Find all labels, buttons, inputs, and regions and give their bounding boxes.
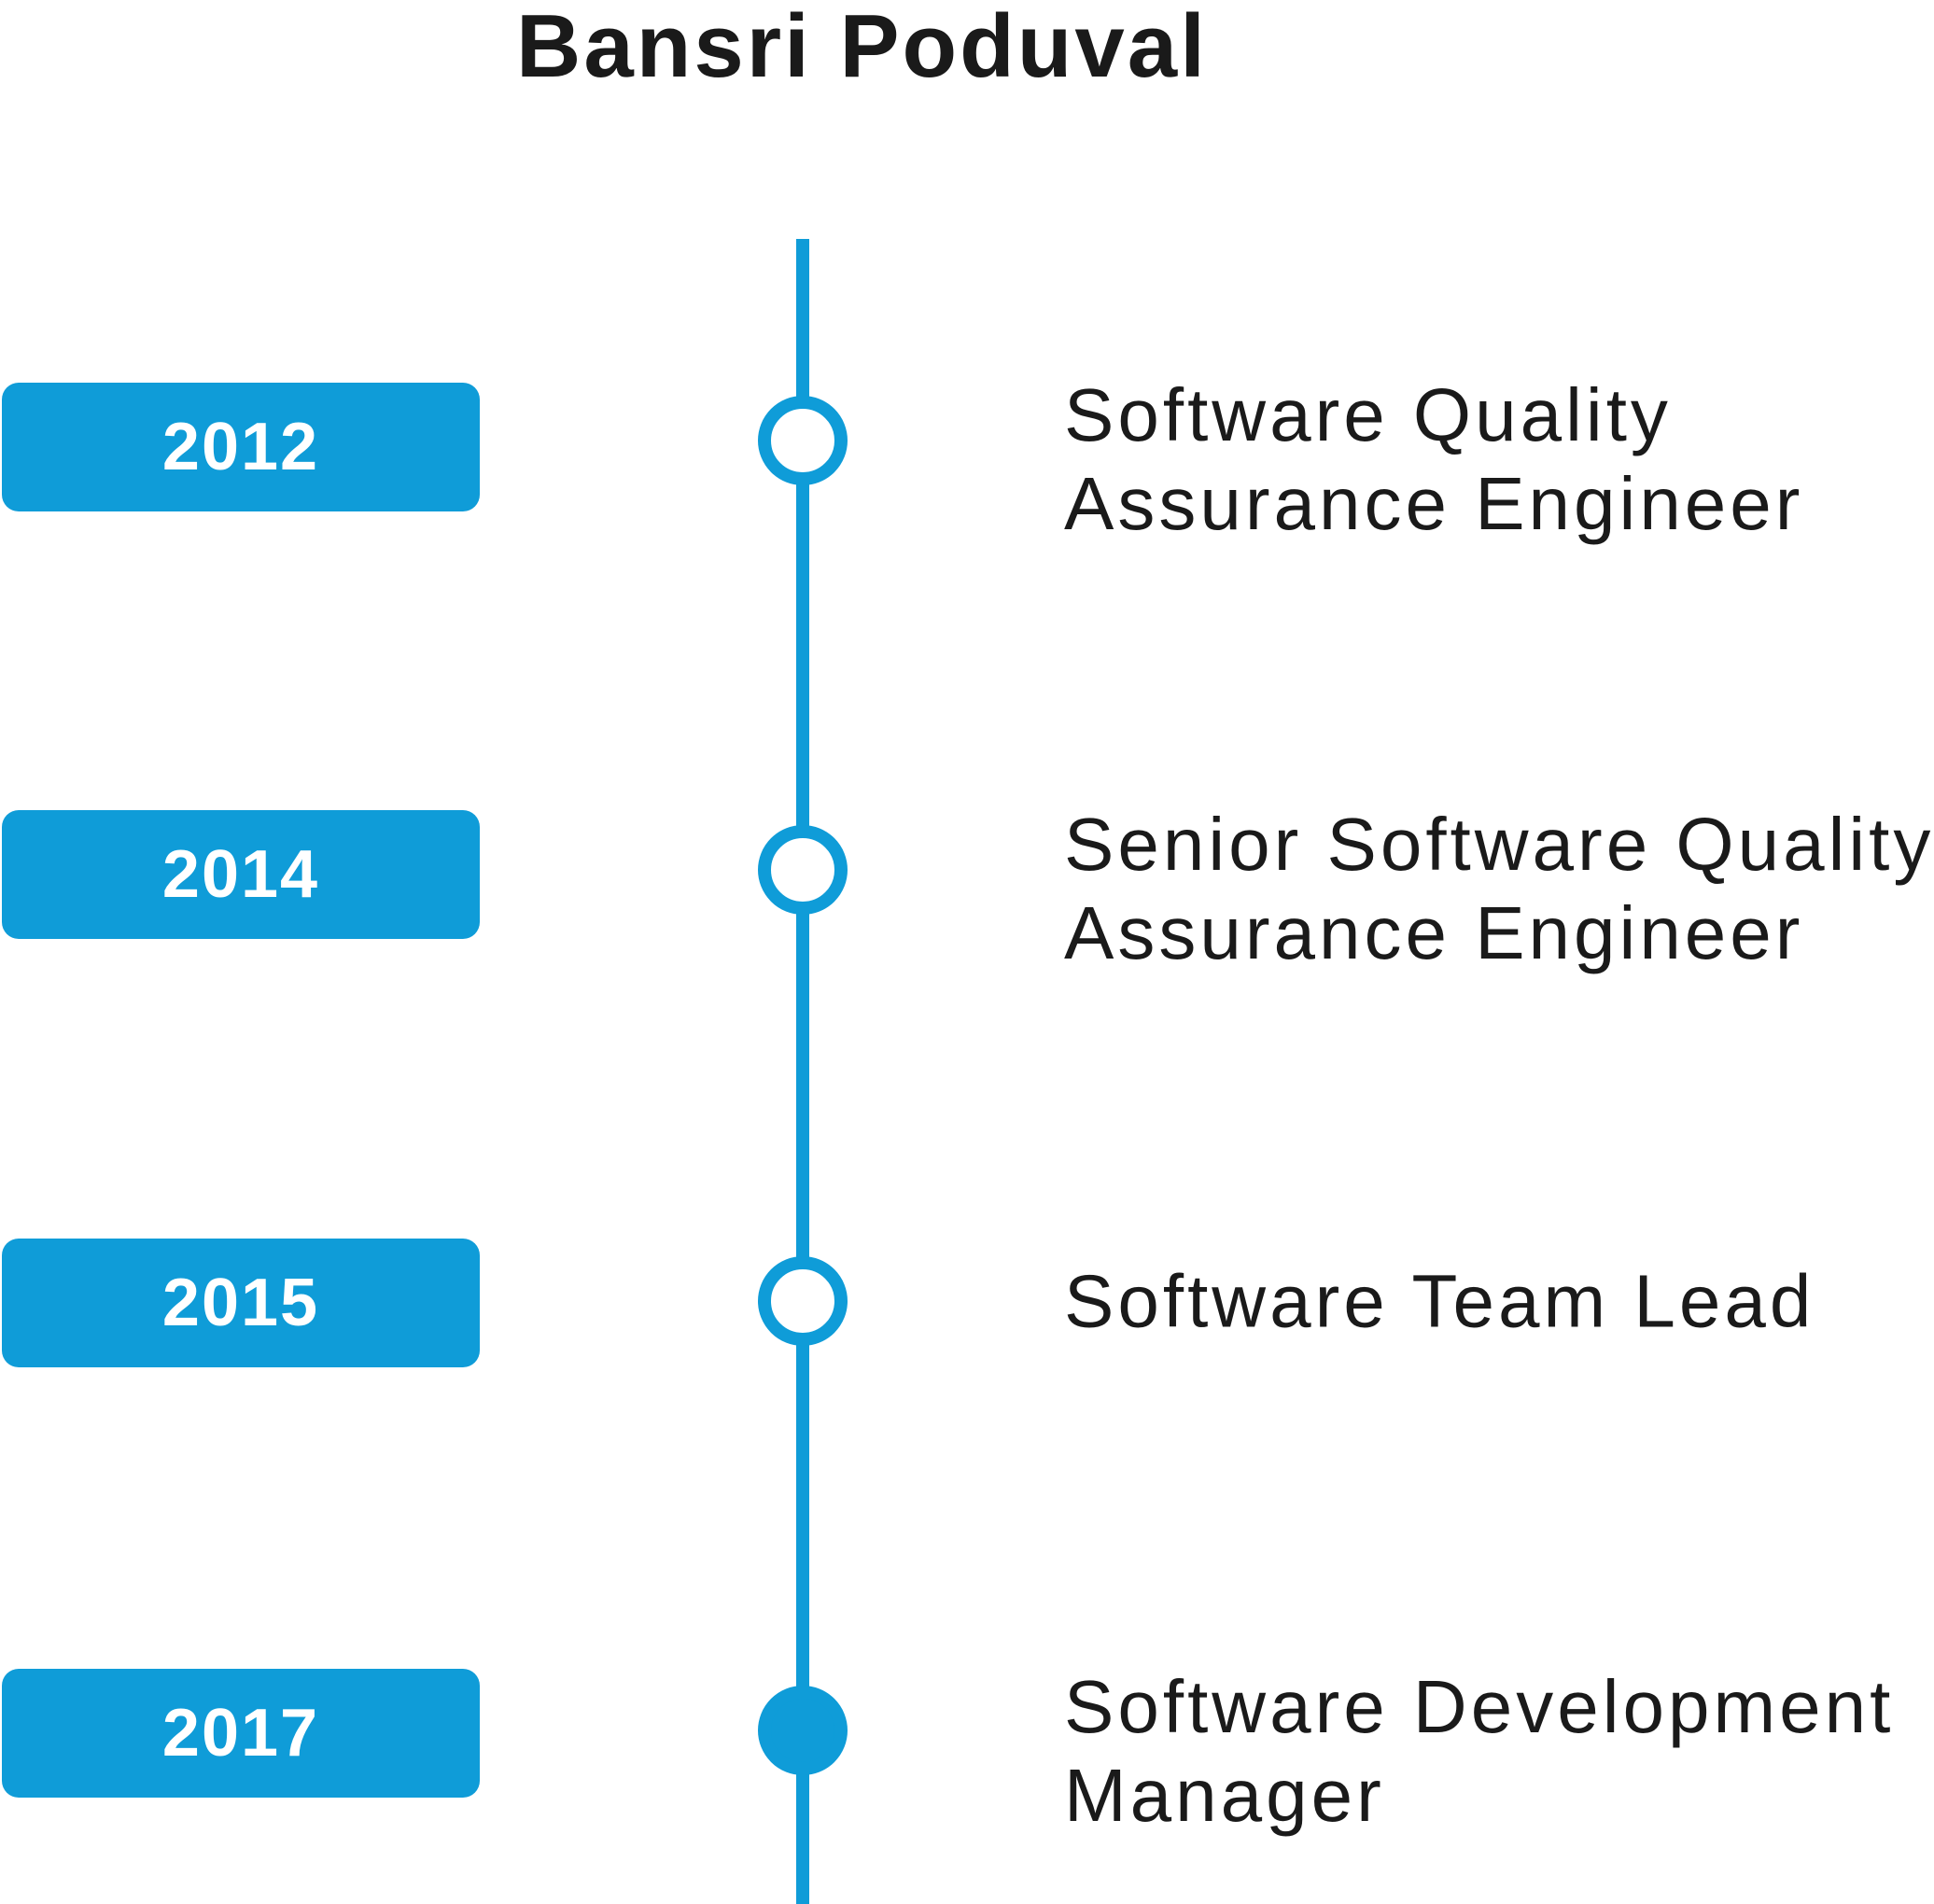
timeline-marker-open-icon xyxy=(758,825,848,915)
year-label: 2012 xyxy=(161,410,320,484)
page-title: Bansri Poduval xyxy=(516,0,1208,96)
year-label: 2017 xyxy=(161,1696,320,1771)
role-line: Software Development xyxy=(1064,1665,1895,1748)
role-line: Software Team Lead xyxy=(1064,1259,1815,1343)
year-label: 2014 xyxy=(161,837,320,912)
role-text: Software Quality Assurance Engineer xyxy=(1064,371,1803,548)
timeline-marker-filled-icon xyxy=(758,1686,848,1775)
role-text: Senior Software Quality Assurance Engine… xyxy=(1064,800,1934,977)
role-line: Assurance Engineer xyxy=(1064,891,1804,974)
role-line: Software Quality xyxy=(1064,373,1672,456)
role-line: Manager xyxy=(1064,1754,1385,1837)
timeline-axis-line xyxy=(796,239,809,1904)
role-line: Senior Software Quality xyxy=(1064,803,1934,886)
year-badge-2012: 2012 xyxy=(2,383,480,511)
year-badge-2017: 2017 xyxy=(2,1669,480,1798)
year-badge-2014: 2014 xyxy=(2,810,480,939)
year-badge-2015: 2015 xyxy=(2,1239,480,1367)
role-text: Software Development Manager xyxy=(1064,1662,1894,1840)
year-label: 2015 xyxy=(161,1266,320,1340)
timeline-marker-open-icon xyxy=(758,1256,848,1346)
role-text: Software Team Lead xyxy=(1064,1257,1815,1346)
role-line: Assurance Engineer xyxy=(1064,462,1804,545)
timeline-marker-open-icon xyxy=(758,396,848,485)
